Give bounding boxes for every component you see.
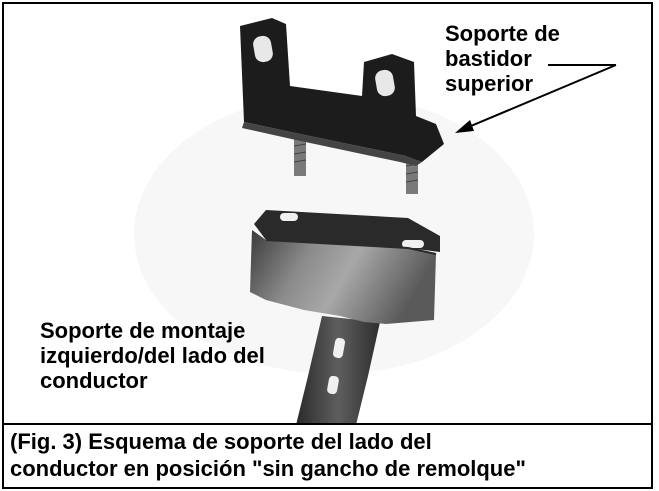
arrow-head <box>455 120 474 133</box>
upper-frame-bracket <box>240 18 444 194</box>
pointer-arrow <box>455 64 617 133</box>
figure-frame: Soporte de bastidor superior Soporte de … <box>2 2 653 425</box>
figure-caption: (Fig. 3) Esquema de soporte del lado del… <box>10 429 526 481</box>
caption-box: (Fig. 3) Esquema de soporte del lado del… <box>2 425 653 489</box>
bracket-front-face <box>250 230 436 324</box>
upper-bracket-plate <box>240 18 444 162</box>
label-driver-side-bracket: Soporte de montaje izquierdo/del lado de… <box>40 318 265 393</box>
bracket-arm <box>296 316 380 423</box>
label-upper-frame-bracket: Soporte de bastidor superior <box>445 21 560 96</box>
upper-slot-left <box>253 35 273 63</box>
driver-side-mounting-bracket <box>250 210 440 423</box>
bolt-left <box>294 136 306 176</box>
upper-slot-right <box>375 69 395 97</box>
bracket-photo <box>134 18 617 423</box>
